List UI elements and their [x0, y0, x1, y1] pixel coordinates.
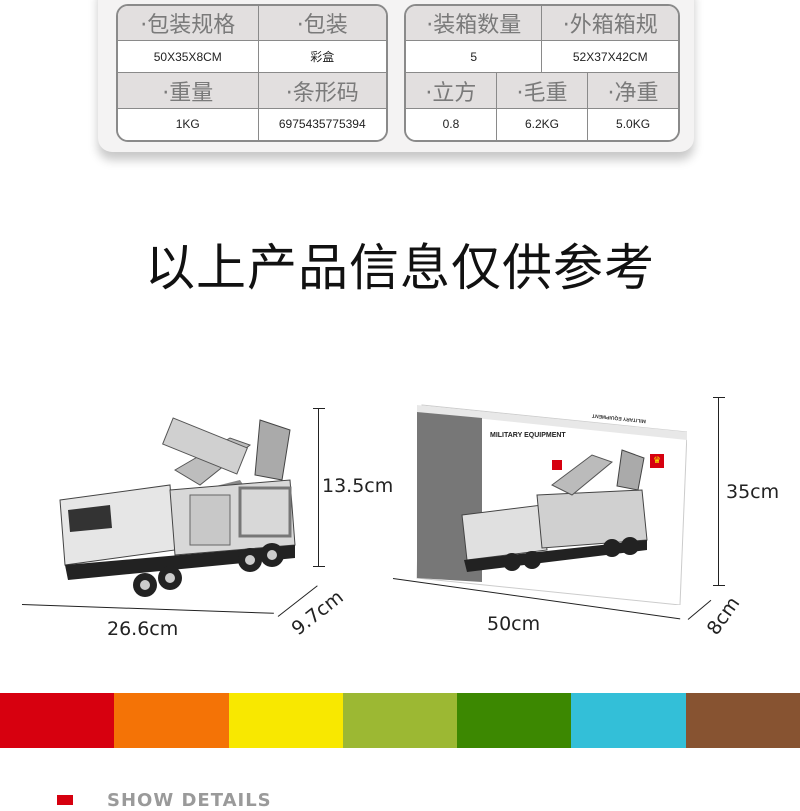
- swatch-brown: [685, 693, 800, 748]
- disclaimer-headline: 以上产品信息仅供参考: [145, 239, 655, 297]
- spec-card: ·包装规格 ·包装 50X35X8CM 彩盒 ·重量 ·条形码 1KG 6975…: [98, 0, 694, 152]
- color-swatch-bar: [0, 693, 800, 748]
- height-line-model: [318, 408, 319, 566]
- section-marker-icon: [57, 795, 73, 805]
- header-weight: ·重量: [118, 72, 259, 109]
- value-gross-weight: 6.2KG: [495, 107, 589, 140]
- header-net-weight: ·净重: [587, 72, 678, 109]
- header-gross-weight: ·毛重: [495, 72, 589, 109]
- product-box-image: MILITARY EQUIPMENT MILITARY EQUIPMENT ♛: [412, 400, 688, 606]
- header-barcode: ·条形码: [257, 72, 386, 109]
- height-line-box: [718, 397, 719, 585]
- header-volume: ·立方: [406, 72, 497, 109]
- value-carton-size: 52X37X42CM: [541, 40, 678, 74]
- header-package-size: ·包装规格: [118, 6, 259, 42]
- swatch-orange: [114, 693, 229, 748]
- value-weight: 1KG: [118, 107, 259, 140]
- model-length-label: 26.6cm: [107, 618, 179, 640]
- swatch-yellow: [228, 693, 343, 748]
- box-height-tick-top: [713, 397, 725, 398]
- value-packaging: 彩盒: [257, 40, 386, 74]
- box-length-label: 50cm: [487, 613, 541, 635]
- box-height-tick-bottom: [713, 585, 725, 586]
- spec-table-carton: ·装箱数量 ·外箱箱规 5 52X37X42CM ·立方 ·毛重 ·净重 0.8…: [404, 4, 680, 142]
- length-line-model: [21, 604, 274, 614]
- header-carton-qty: ·装箱数量: [406, 6, 543, 42]
- width-line-box: [687, 599, 712, 620]
- truck-model-image: [50, 410, 300, 605]
- header-packaging: ·包装: [257, 6, 386, 42]
- box-title: MILITARY EQUIPMENT: [490, 432, 566, 439]
- header-carton-size: ·外箱箱规: [541, 6, 678, 42]
- height-tick-top: [313, 408, 325, 409]
- box-height-label: 35cm: [726, 481, 780, 503]
- swatch-lime: [342, 693, 458, 748]
- swatch-red: [0, 693, 115, 748]
- height-tick-bottom: [313, 566, 325, 567]
- value-net-weight: 5.0KG: [587, 107, 678, 140]
- swatch-green: [457, 693, 572, 748]
- model-height-label: 13.5cm: [322, 475, 394, 497]
- value-carton-qty: 5: [406, 40, 543, 74]
- value-package-size: 50X35X8CM: [118, 40, 259, 74]
- value-barcode: 6975435775394: [257, 107, 386, 140]
- value-volume: 0.8: [406, 107, 497, 140]
- section-heading: SHOW DETAILS: [107, 790, 272, 811]
- brand-logo-icon: ♛: [650, 454, 664, 468]
- swatch-cyan: [571, 693, 686, 748]
- spec-table-packaging: ·包装规格 ·包装 50X35X8CM 彩盒 ·重量 ·条形码 1KG 6975…: [116, 4, 388, 142]
